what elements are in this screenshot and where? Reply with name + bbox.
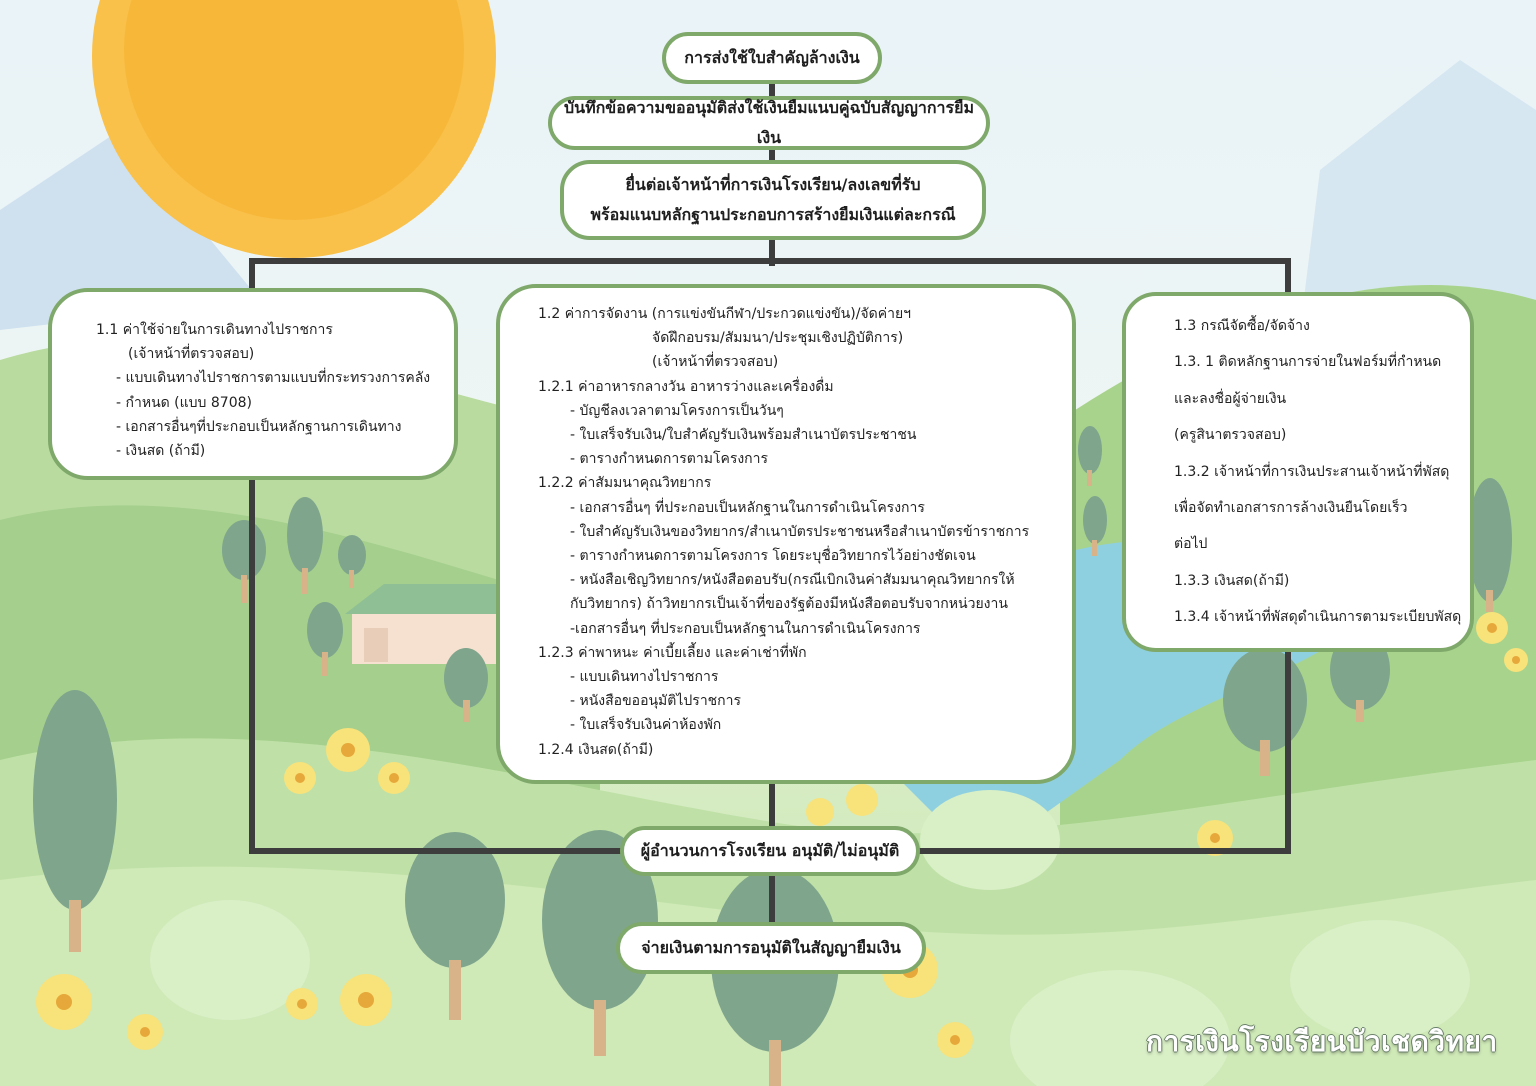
step-submit-finance-line1: ยื่นต่อเจ้าหน้าที่การเงินโรงเรียน/ลงเลขท… bbox=[625, 175, 921, 194]
case-event-line: - ใบเสร็จรับเงิน/ใบสำคัญรับเงินพร้อมสำเน… bbox=[570, 427, 917, 444]
case-travel-line: - เอกสารอื่นๆที่ประกอบเป็นหลักฐานการเดิน… bbox=[116, 418, 402, 435]
bush-group bbox=[150, 790, 1470, 1086]
case-procurement-line: 1.3.4 เจ้าหน้าที่พัสดุดำเนินการตามระเบีย… bbox=[1174, 609, 1462, 626]
case-procurement-line: 1.3.3 เงินสด(ถ้ามี) bbox=[1174, 572, 1290, 589]
mountain bbox=[0, 130, 260, 330]
case-procurement-line: เพื่อจัดทำเอกสารการล้างเงินยืนโดยเร็ว bbox=[1174, 500, 1408, 517]
connector-horizontal-top bbox=[249, 258, 1291, 264]
case-travel-line: - แบบเดินทางไปราชการตามแบบที่กระทรวงการค… bbox=[116, 370, 431, 387]
step-memo-approval: บันทึกข้อความขออนุมัติส่งใช้เงินยืมแนบคู… bbox=[548, 96, 990, 150]
step-send-receipts-text: การส่งใช้ใบสำคัญล้างเงิน bbox=[684, 48, 860, 67]
case-procurement-line: 1.3. 1 ติดหลักฐานการจ่ายในฟอร์มที่กำหนด bbox=[1174, 354, 1442, 371]
case-event-line: -เอกสารอื่นๆ ที่ประกอบเป็นหลักฐานในการดำ… bbox=[570, 620, 921, 637]
case-event-line: - หนังสือขออนุมัติไปราชการ bbox=[570, 693, 742, 710]
case-procurement-line: ต่อไป bbox=[1174, 536, 1208, 553]
step-payment-text: จ่ายเงินตามการอนุมัติในสัญญายืมเงิน bbox=[641, 938, 901, 957]
step-memo-approval-text: บันทึกข้อความขออนุมัติส่งใช้เงินยืมแนบคู… bbox=[563, 98, 975, 147]
step-director-approval: ผู้อำนวนการโรงเรียน อนุมัติ/ไม่อนุมัติ bbox=[620, 826, 920, 876]
case-event-line: - ตารางกำหนดการตามโครงการ bbox=[570, 451, 769, 468]
flower-group bbox=[36, 612, 1528, 1058]
step-payment: จ่ายเงินตามการอนุมัติในสัญญายืมเงิน bbox=[616, 922, 926, 974]
step-submit-finance-line2: พร้อมแนบหลักฐานประกอบการสร้างยืมเงินแต่ล… bbox=[590, 205, 956, 224]
case-event-line: - แบบเดินทางไปราชการ bbox=[570, 669, 719, 686]
house-roof bbox=[345, 584, 508, 614]
case-event-line: 1.2.4 เงินสด(ถ้ามี) bbox=[538, 741, 654, 758]
case-event-line: 1.2.2 ค่าสัมมนาคุณวิทยากร bbox=[538, 475, 712, 492]
case-travel-line: - เงินสด (ถ้ามี) bbox=[116, 443, 206, 460]
case-event-line: 1.2.3 ค่าพาหนะ ค่าเบี้ยเลี้ยง และค่าเช่า… bbox=[538, 644, 807, 661]
case-procurement-line: (ครูสินาตรวจสอบ) bbox=[1174, 427, 1287, 444]
case-travel-line: 1.1 ค่าใช้จ่ายในการเดินทางไปราชการ bbox=[96, 322, 333, 338]
mountain bbox=[1300, 60, 1536, 330]
sun-core bbox=[124, 0, 464, 220]
case-event-box: 1.2 ค่าการจัดงาน (การแข่งขันกีฬา/ประกวดแ… bbox=[496, 284, 1076, 784]
case-event-line: จัดฝึกอบรม/สัมมนา/ประชุมเชิงปฏิบัติการ) bbox=[652, 330, 904, 347]
case-event-line: - เอกสารอื่นๆ ที่ประกอบเป็นหลักฐานในการด… bbox=[570, 499, 925, 516]
case-travel-box: 1.1 ค่าใช้จ่ายในการเดินทางไปราชการ (เจ้า… bbox=[48, 288, 458, 480]
case-procurement-box: 1.3 กรณีจัดซื้อ/จัดจ้าง 1.3. 1 ติดหลักฐา… bbox=[1122, 292, 1474, 652]
step-director-approval-text: ผู้อำนวนการโรงเรียน อนุมัติ/ไม่อนุมัติ bbox=[640, 841, 900, 860]
case-event-line: - หนังสือเชิญวิทยากร/หนังสือตอบรับ(กรณีเ… bbox=[570, 572, 1015, 589]
case-event-line: 1.2 ค่าการจัดงาน (การแข่งขันกีฬา/ประกวดแ… bbox=[538, 306, 912, 322]
case-event-line: 1.2.1 ค่าอาหารกลางวัน อาหารว่างและเครื่อ… bbox=[538, 378, 834, 395]
case-travel-line: - กำหนด (แบบ 8708) bbox=[116, 394, 252, 411]
connector-left-down bbox=[249, 258, 255, 854]
case-travel-line: (เจ้าหน้าที่ตรวจสอบ) bbox=[128, 346, 255, 363]
case-event-line: - บัญชีลงเวลาตามโครงการเป็นวันๆ bbox=[570, 402, 784, 419]
case-event-line: (เจ้าหน้าที่ตรวจสอบ) bbox=[652, 354, 779, 371]
case-procurement-line: 1.3 กรณีจัดซื้อ/จัดจ้าง bbox=[1174, 318, 1310, 334]
case-procurement-line: 1.3.2 เจ้าหน้าที่การเงินประสานเจ้าหน้าที… bbox=[1174, 463, 1450, 480]
case-event-line: - ใบเสร็จรับเงินค่าห้องพัก bbox=[570, 717, 722, 734]
house-door bbox=[364, 628, 388, 662]
school-finance-brand: การเงินโรงเรียนบัวเชดวิทยา bbox=[1146, 1025, 1498, 1058]
step-submit-finance: ยื่นต่อเจ้าหน้าที่การเงินโรงเรียน/ลงเลขท… bbox=[560, 160, 986, 240]
case-event-line: กับวิทยากร) ถ้าวิทยากรเป็นเจ้าที่ของรัฐต… bbox=[570, 596, 1008, 613]
case-event-line: - ใบสำคัญรับเงินของวิทยากร/สำเนาบัตรประช… bbox=[570, 523, 1030, 540]
step-send-receipts: การส่งใช้ใบสำคัญล้างเงิน bbox=[662, 32, 882, 84]
case-event-line: - ตารางกำหนดการตามโครงการ โดยระบุชื่อวิท… bbox=[570, 548, 976, 565]
case-procurement-line: และลงชื่อผู้จ่ายเงิน bbox=[1174, 390, 1287, 407]
